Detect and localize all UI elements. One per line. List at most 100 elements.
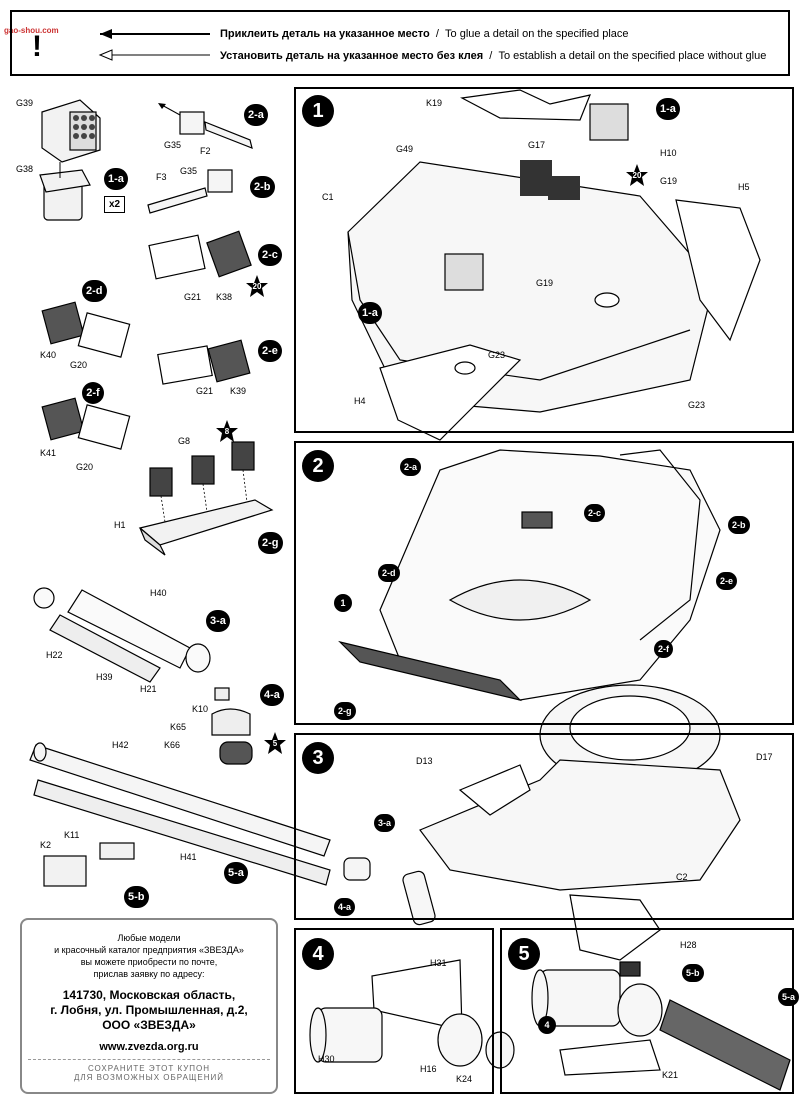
panel5-5a-badge: 5-a: [778, 988, 800, 1006]
panel-step-5: [500, 928, 794, 1094]
part-label: H42: [112, 740, 129, 750]
part-label: G17: [528, 140, 546, 150]
part-label: H1: [114, 520, 126, 530]
panel2-2e-badge: 2-e: [716, 572, 738, 590]
part-label: K41: [40, 448, 57, 458]
step-3-badge: 3: [302, 742, 334, 774]
coupon-line-2: и красочный каталог предприятия «ЗВЕЗДА»: [54, 945, 244, 955]
step-2-badge: 2: [302, 450, 334, 482]
substep-2d-badge: 2-d: [82, 280, 107, 302]
part-label: H39: [96, 672, 113, 682]
panel3-3a-badge: 3-a: [374, 814, 396, 832]
part-label: D17: [756, 752, 773, 762]
part-label: G23: [488, 350, 506, 360]
part-label: K38: [216, 292, 233, 302]
panel2-2d-badge: 2-d: [378, 564, 400, 582]
part-label: G19: [660, 176, 678, 186]
coupon-save-note-2: ДЛЯ ВОЗМОЖНЫХ ОБРАЩЕНИЙ: [73, 1073, 225, 1082]
panel2-2c-badge: 2-c: [584, 504, 606, 522]
part-label: H21: [140, 684, 157, 694]
star-label: 8: [224, 426, 230, 436]
part-label: G35: [164, 140, 182, 150]
legend-noglue-ru: Установить деталь на указанное место без…: [220, 50, 484, 62]
part-label: H16: [420, 1064, 437, 1074]
panel-step-2: [294, 441, 794, 725]
coupon-save-note-1: СОХРАНИТЕ ЭТОТ КУПОН: [87, 1064, 211, 1073]
step-1-badge: 1: [302, 95, 334, 127]
part-label: H30: [318, 1054, 335, 1064]
part-label: K65: [170, 722, 187, 732]
sprue-star-20: 20: [246, 275, 268, 297]
part-label: K11: [64, 830, 80, 840]
part-label: G49: [396, 144, 414, 154]
part-label: F3: [156, 172, 167, 182]
part-label: F2: [200, 146, 211, 156]
legend-glue-row: Приклеить деталь на указанное место / To…: [220, 28, 629, 40]
legend-sep: /: [435, 28, 439, 40]
part-label: C2: [676, 872, 688, 882]
panel5-4-badge: 4: [538, 1016, 556, 1034]
coupon-website-link[interactable]: www.zvezda.org.ru: [99, 1041, 199, 1053]
part-label: C1: [322, 192, 334, 202]
panel-step-3: [294, 733, 794, 920]
panel2-1-badge: 1: [334, 594, 352, 612]
part-label: G20: [70, 360, 88, 370]
sprue-star-8: 8: [216, 420, 238, 442]
watermark: gao-shou.com: [4, 26, 59, 35]
order-coupon: Любые модели и красочный каталог предпри…: [20, 918, 278, 1094]
part-label: G21: [196, 386, 214, 396]
legend-sep: /: [489, 50, 493, 62]
substep-2g-badge: 2-g: [258, 532, 283, 554]
panel1-1a-badge: 1-a: [358, 302, 382, 324]
part-label: K39: [230, 386, 247, 396]
legend-glue-en: To glue a detail on the specified place: [445, 28, 629, 40]
coupon-address-1: 141730, Московская область,: [62, 988, 236, 1002]
part-label: D13: [416, 756, 433, 766]
substep-4a-badge: 4-a: [260, 684, 284, 706]
part-label: K19: [426, 98, 443, 108]
part-label: H4: [354, 396, 366, 406]
part-label: H5: [738, 182, 750, 192]
part-label: H31: [430, 958, 447, 968]
coupon-line-4: прислав заявку по адресу:: [93, 969, 205, 979]
quantity-x2: x2: [104, 196, 126, 213]
sprue-star-5: 5: [264, 732, 286, 754]
panel3-4a-badge: 4-a: [334, 898, 356, 916]
coupon-line-1: Любые модели: [117, 933, 181, 943]
panel2-2f-badge: 2-f: [654, 640, 673, 658]
panel5-5b-badge: 5-b: [682, 964, 704, 982]
legend-noglue-row: Установить деталь на указанное место без…: [220, 50, 766, 62]
legend-noglue-en: To establish a detail on the specified p…: [498, 50, 767, 62]
part-label: K66: [164, 740, 181, 750]
star-label: 20: [252, 281, 262, 291]
legend-glue-ru: Приклеить деталь на указанное место: [220, 28, 430, 40]
panel-step-4: [294, 928, 494, 1094]
panel2-2a-badge: 2-a: [400, 458, 422, 476]
part-label: K40: [40, 350, 57, 360]
part-label: G23: [688, 400, 706, 410]
star-label: 5: [272, 738, 278, 748]
coupon-address-3: ООО «ЗВЕЗДА»: [102, 1018, 196, 1032]
part-label: H40: [150, 588, 167, 598]
part-label: H22: [46, 650, 63, 660]
substep-3a-badge: 3-a: [206, 610, 230, 632]
star-label: 20: [632, 170, 642, 180]
substep-2f-badge: 2-f: [82, 382, 104, 404]
substep-2e-badge: 2-e: [258, 340, 282, 362]
part-label: G35: [180, 166, 198, 176]
panel1-1a-badge: 1-a: [656, 98, 680, 120]
part-label: K2: [40, 840, 52, 850]
part-label: G38: [16, 164, 34, 174]
sprue-star-20: 20: [626, 164, 648, 186]
substep-2b-badge: 2-b: [250, 176, 275, 198]
warning-icon: !: [32, 30, 42, 63]
substep-5a-badge: 5-a: [224, 862, 248, 884]
part-label: G20: [76, 462, 94, 472]
part-label: G21: [184, 292, 202, 302]
panel2-2g-badge: 2-g: [334, 702, 356, 720]
part-label: G8: [178, 436, 191, 446]
substep-1a-badge: 1-a: [104, 168, 128, 190]
part-label: G19: [536, 278, 554, 288]
part-label: H41: [180, 852, 197, 862]
